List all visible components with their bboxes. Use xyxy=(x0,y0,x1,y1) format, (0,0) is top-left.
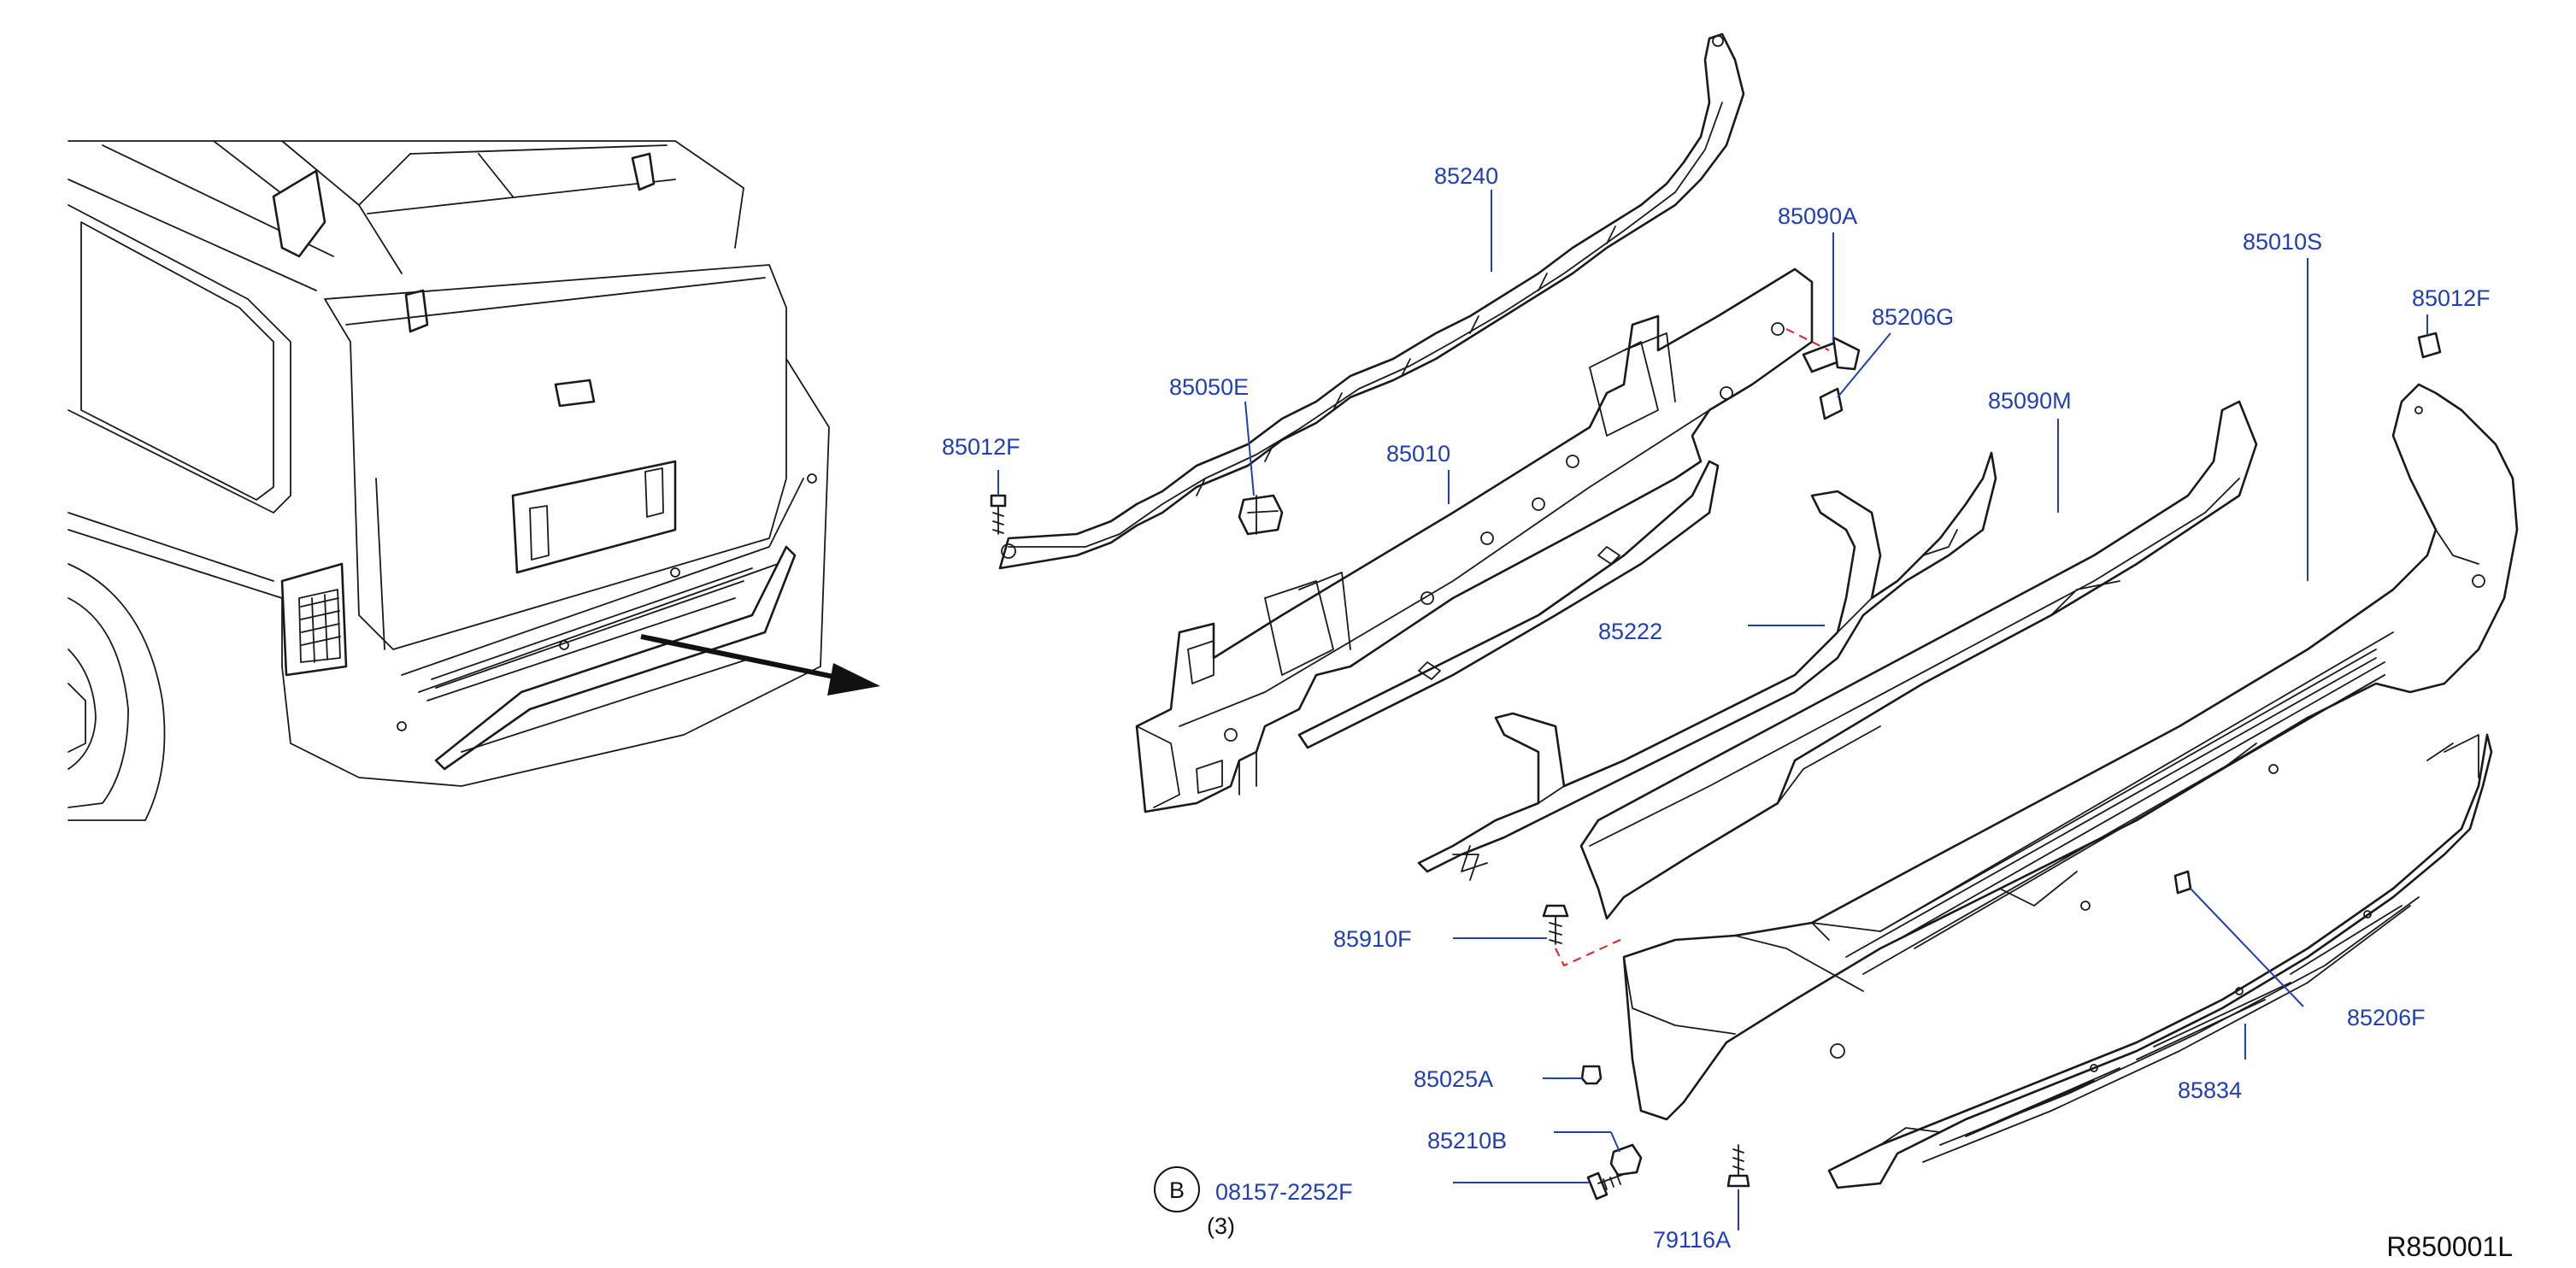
label-79116A: 79116A xyxy=(1653,1227,1731,1253)
part-85222-bracket xyxy=(1417,451,1997,881)
part-85910F-screw xyxy=(1542,904,1569,945)
label-85910F: 85910F xyxy=(1333,926,1412,952)
part-85090A-bolt xyxy=(1802,336,1861,373)
callout-letter: B xyxy=(1169,1177,1185,1203)
label-85834: 85834 xyxy=(2178,1077,2242,1103)
label-85012F-right: 85012F xyxy=(2412,285,2491,311)
label-85206G: 85206G xyxy=(1872,304,1954,330)
direction-arrow xyxy=(640,634,880,696)
part-79116A-screw xyxy=(1726,1144,1750,1188)
leader-lines xyxy=(997,190,2428,1230)
label-85010S: 85010S xyxy=(2243,229,2322,255)
part-85012F-clip-right xyxy=(2417,332,2442,359)
part-85210B-nut xyxy=(1609,1143,1643,1177)
diagram-reference-code: R850001L xyxy=(2386,1231,2513,1262)
part-08157-2252F-bolt xyxy=(1586,1171,1623,1200)
part-85012F-screw-left xyxy=(990,494,1007,535)
part-85206G-clip-nut xyxy=(1819,387,1844,420)
label-85206F: 85206F xyxy=(2347,1005,2426,1030)
label-85010: 85010 xyxy=(1386,441,1450,467)
installation-guides xyxy=(1555,328,1830,967)
label-85025A: 85025A xyxy=(1414,1066,1493,1092)
part-85206F-clip xyxy=(2173,870,2192,895)
part-85240-retainer xyxy=(998,32,1745,570)
label-85240: 85240 xyxy=(1434,163,1498,189)
label-85222: 85222 xyxy=(1598,619,1662,644)
part-85050E-clip xyxy=(1238,494,1284,536)
part-85010-reinforcement xyxy=(1135,267,1814,813)
part-85010S-bumper-fascia xyxy=(1622,383,2519,1121)
part-85025A-plug xyxy=(1580,1065,1603,1085)
part-labels: 85240 85090A 85206G 85010S 85012F 85050E… xyxy=(942,163,2491,1253)
label-08157-2252F: 08157-2252F xyxy=(1215,1179,1353,1205)
label-85090M: 85090M xyxy=(1988,388,2072,414)
part-85090M-energy-absorber xyxy=(1579,400,2258,920)
label-85050E: 85050E xyxy=(1169,374,1249,400)
label-85090A: 85090A xyxy=(1778,203,1857,229)
label-85012F-left: 85012F xyxy=(942,434,1020,460)
part-85834-step-pad xyxy=(1827,733,2493,1189)
bolt-callout: B (3) xyxy=(1154,1166,1235,1239)
vehicle-rear-illustration xyxy=(68,140,830,821)
callout-quantity: (3) xyxy=(1207,1213,1235,1239)
label-85210B: 85210B xyxy=(1427,1128,1507,1154)
